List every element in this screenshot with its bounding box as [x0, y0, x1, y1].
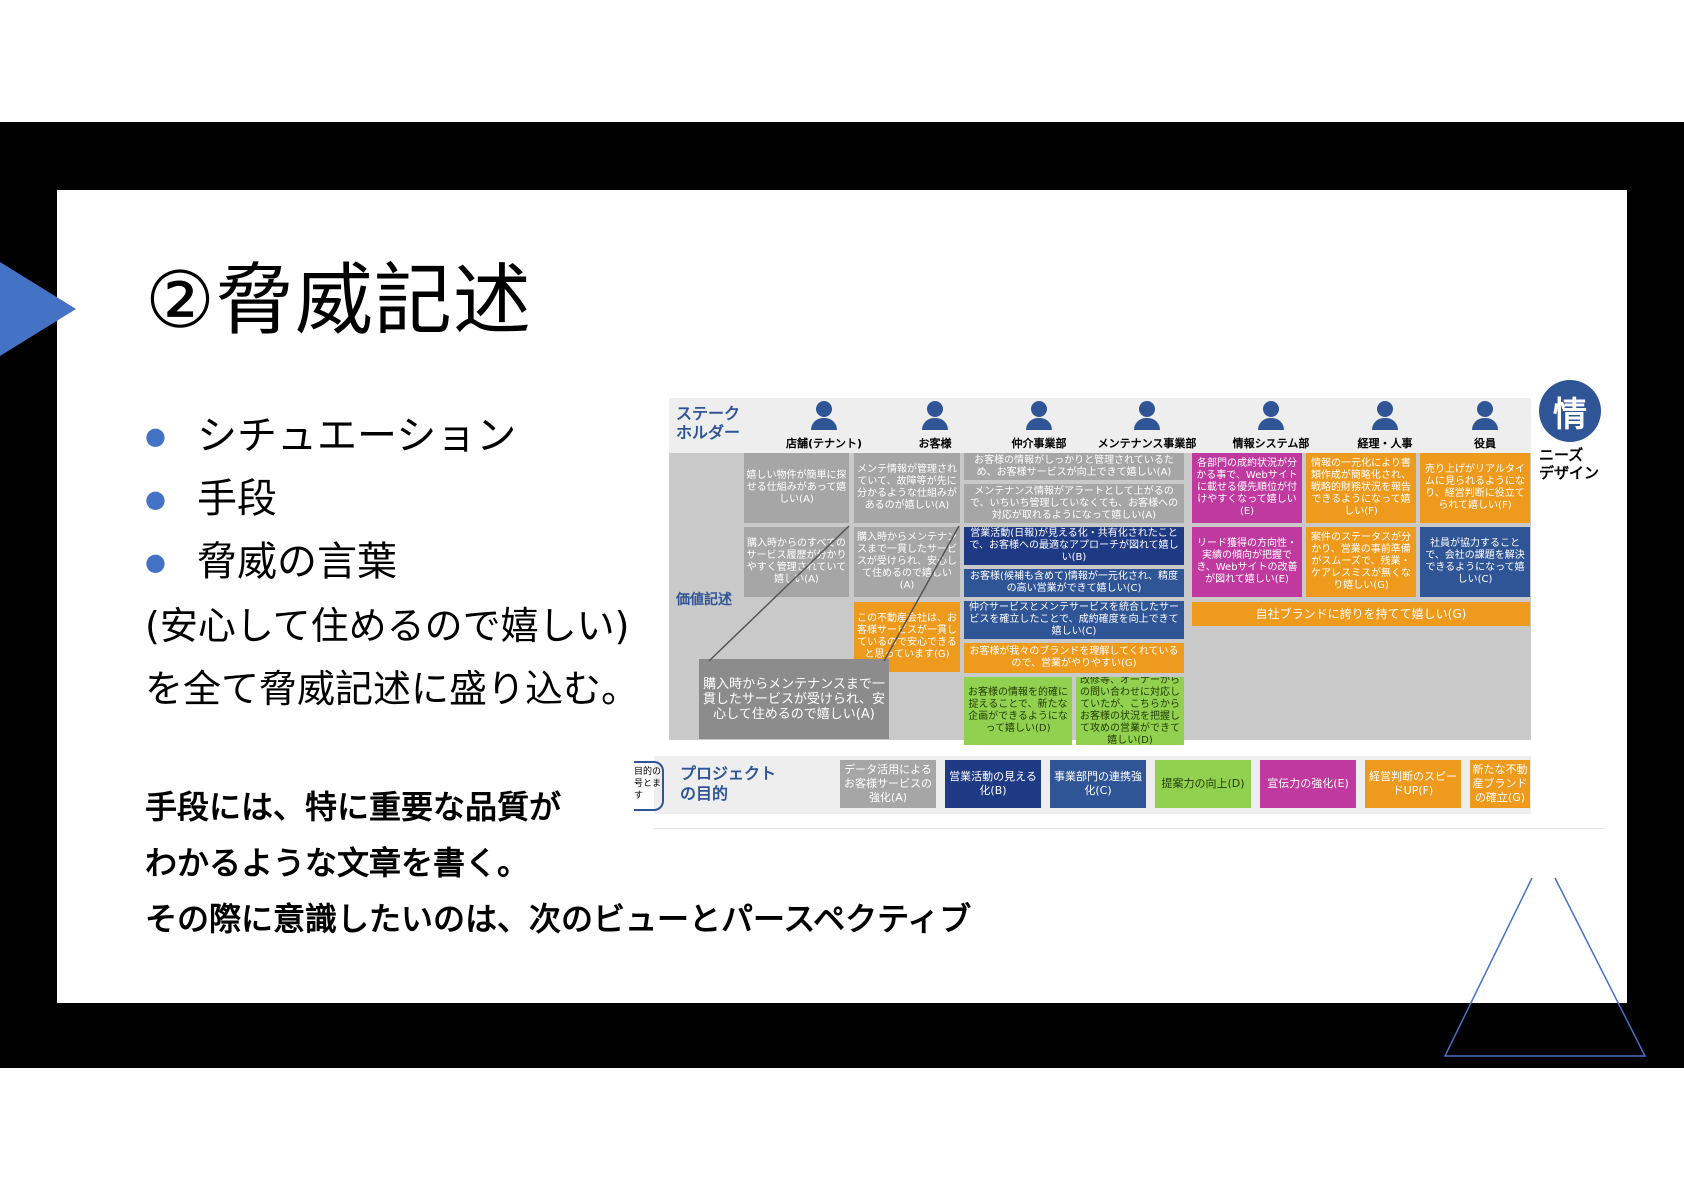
value-card: 情報の一元化により書類作成が簡略化され、戦略的財務状況を報告できるようになって嬉… — [1306, 453, 1416, 523]
connector-lines — [708, 525, 960, 662]
emphasis-line: その際に意識したいのは、次のビューとパースペクティブ — [145, 900, 972, 938]
value-card: リード獲得の方向性・実績の傾向が把握でき、Webサイトの改善が図れて嬉しい(E) — [1192, 527, 1302, 597]
goal-label: プロジェクト の目的 — [680, 764, 777, 803]
value-card: メンテ情報が管理されていて、故障等が先に分かるような仕組みがあるのが嬉しい(A) — [854, 453, 960, 523]
person-icon — [816, 401, 832, 417]
value-card: 購入時からのすべてのサービス履歴が分かりやすく管理されていて嬉しい(A) — [744, 527, 849, 597]
threat-card: 購入時からメンテナンスまで一貫したサービスが受けられ、安心して住めるので嬉しい(… — [699, 659, 889, 739]
stakeholder-brokerage: 仲介事業部 — [984, 401, 1094, 451]
bullet-dot-icon: ● — [145, 548, 166, 576]
bullet-item: ●脅威の言葉 — [145, 531, 516, 594]
goal-card: 経営判断のスピードUP(F) — [1365, 760, 1461, 808]
value-card: 購入時からメンテナンスまで一貫したサービスが受けられ、安心して住めるので嬉しい(… — [854, 527, 960, 597]
goal-card: 事業部門の連携強化(C) — [1050, 760, 1146, 808]
goal-card: 宣伝力の強化(E) — [1260, 760, 1356, 808]
slide-title: ②脅威記述 — [145, 256, 532, 346]
bullet-dot-icon: ● — [145, 485, 166, 513]
value-card: お客様(候補も含めて)情報が一元化され、精度の高い営業ができて嬉しい(C) — [964, 569, 1184, 597]
emphasis-line: 手段には、特に重要な品質が — [145, 788, 562, 826]
body-line: (安心して住めるので嬉しい) — [145, 604, 630, 648]
value-card: お客様が我々のブランドを理解してくれているので、営業がやりやすい(G) — [964, 643, 1184, 673]
person-icon — [1477, 401, 1493, 417]
value-card: 売り上げがリアルタイムに見られるようになり、経営判断に役立てられて嬉しい(F) — [1420, 453, 1530, 523]
bullet-list: ●シチュエーション ●手段 ●脅威の言葉 — [145, 405, 516, 594]
goal-card: 提案力の向上(D) — [1155, 760, 1251, 808]
value-card: 嬉しい物件が簡単に探せる仕組みがあって嬉しい(A) — [744, 453, 849, 523]
value-card: 案件のステータスが分かり、営業の事前準備がスムーズで、残業・ケアレスミスが無くな… — [1306, 527, 1416, 597]
body-line: を全て脅威記述に盛り込む。 — [145, 667, 640, 711]
needs-design-label: ニーズ デザイン — [1539, 446, 1600, 482]
goal-card: データ活用によるお客様サービスの強化(A) — [840, 760, 936, 808]
stakeholder-label: ステーク ホルダー — [676, 404, 741, 442]
figure-divider — [654, 828, 1604, 829]
stakeholder-accounting: 経理・人事 — [1330, 401, 1440, 451]
value-card: 改修等、オーナーからの問い合わせに対応していたが、こちらからお客様の状況を把握し… — [1076, 677, 1184, 745]
stakeholder-it: 情報システム部 — [1216, 401, 1326, 451]
value-card: お客様の情報を的確に捉えることで、新たな企画ができるようになって嬉しい(D) — [964, 677, 1072, 745]
stakeholder-customer: お客様 — [880, 401, 990, 451]
triangle-outline-icon — [1443, 877, 1647, 1057]
value-card: 自社ブランドに誇りを持てて嬉しい(G) — [1192, 602, 1530, 626]
goal-card: 営業活動の見える化(B) — [945, 760, 1041, 808]
emphasis-line: わかるような文章を書く。 — [145, 844, 530, 882]
person-icon — [1139, 401, 1155, 417]
value-label: 価値記述 — [676, 592, 732, 608]
play-arrow-icon — [0, 262, 76, 356]
stakeholder-tenant: 店舗(テナント) — [769, 401, 879, 451]
value-card: メンテナンス情報がアラートとして上がるので、いちいち管理していなくても、お客様へ… — [964, 484, 1184, 523]
value-card: 社員が協力することで、会社の課題を解決できるようになって嬉しい(C) — [1420, 527, 1530, 597]
person-icon — [927, 401, 943, 417]
bullet-dot-icon: ● — [145, 422, 166, 450]
bullet-item: ●手段 — [145, 468, 516, 531]
value-card: 各部門の成約状況が分かる事で、Webサイトに載せる優先順位が付けやすくなって嬉し… — [1192, 453, 1302, 523]
goal-left-tab: 目的の号とます — [634, 761, 664, 811]
slide: ②脅威記述 ●シチュエーション ●手段 ●脅威の言葉 (安心して住めるので嬉しい… — [57, 190, 1627, 1003]
value-card: お客様の情報がしっかりと管理されているため、お客様サービスが向上できて嬉しい(A… — [964, 453, 1184, 480]
stakeholder-maintenance: メンテナンス事業部 — [1092, 401, 1202, 451]
info-badge: 情 — [1539, 380, 1601, 442]
needs-design-figure: ステーク ホルダー 店舗(テナント) お客様 仲介事業部 メンテナンス事業部 情… — [634, 380, 1627, 851]
person-icon — [1263, 401, 1279, 417]
value-card: 仲介サービスとメンテサービスを統合したサービスを確立したことで、成約確度を向上で… — [964, 601, 1184, 639]
person-icon — [1031, 401, 1047, 417]
person-icon — [1377, 401, 1393, 417]
value-card: 営業活動(日報)が見える化・共有化されたことで、お客様への最適なアプローチが図れ… — [964, 527, 1184, 565]
bullet-item: ●シチュエーション — [145, 405, 516, 468]
goal-card: 新たな不動産ブランドの確立(G) — [1470, 760, 1530, 808]
stakeholder-executive: 役員 — [1430, 401, 1540, 451]
